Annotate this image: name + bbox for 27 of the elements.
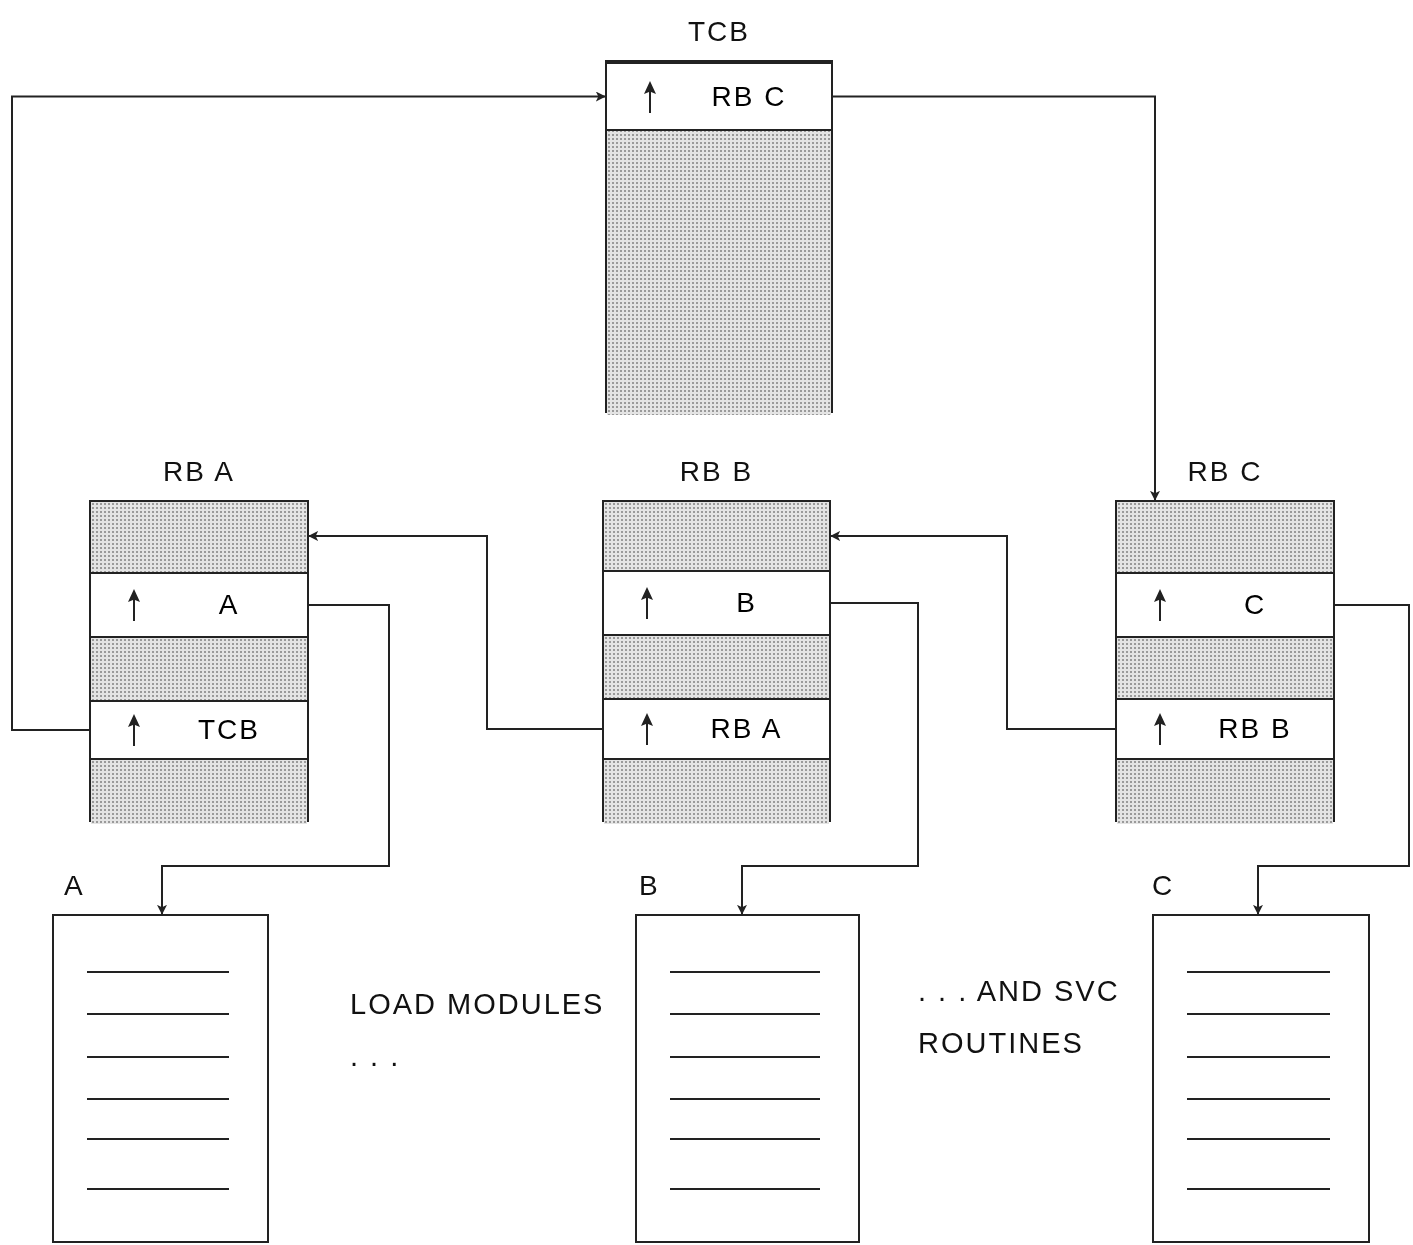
pointer-field <box>604 698 829 760</box>
field-label: A <box>217 589 241 621</box>
field-label: C <box>1242 589 1268 621</box>
arrow <box>1253 604 1410 915</box>
arrow <box>157 604 390 915</box>
arrow <box>11 91 606 731</box>
pointer-field <box>1117 698 1333 760</box>
field-label: RB C <box>710 80 788 113</box>
caption-text: LOAD MODULES . . . <box>350 987 606 1074</box>
pointer-field <box>607 62 831 131</box>
field-label: RB B <box>1217 713 1293 745</box>
field-label: B <box>735 587 758 619</box>
caption-text: . . . AND SVC ROUTINES <box>918 974 1121 1061</box>
block-heading: TCB <box>687 16 751 48</box>
pointer-field <box>91 572 307 638</box>
pointer-field <box>604 570 829 636</box>
module-heading: A <box>64 870 85 902</box>
arrow <box>737 602 919 915</box>
module-heading: C <box>1152 870 1175 902</box>
module-heading: B <box>639 870 660 902</box>
block-heading: RB B <box>678 456 755 488</box>
block-heading: RB A <box>162 456 236 488</box>
block-heading: RB C <box>1186 456 1264 488</box>
pointer-field <box>1117 572 1333 638</box>
field-label: TCB <box>197 714 261 746</box>
field-label: RB A <box>709 713 784 745</box>
pointer-field <box>91 700 307 760</box>
